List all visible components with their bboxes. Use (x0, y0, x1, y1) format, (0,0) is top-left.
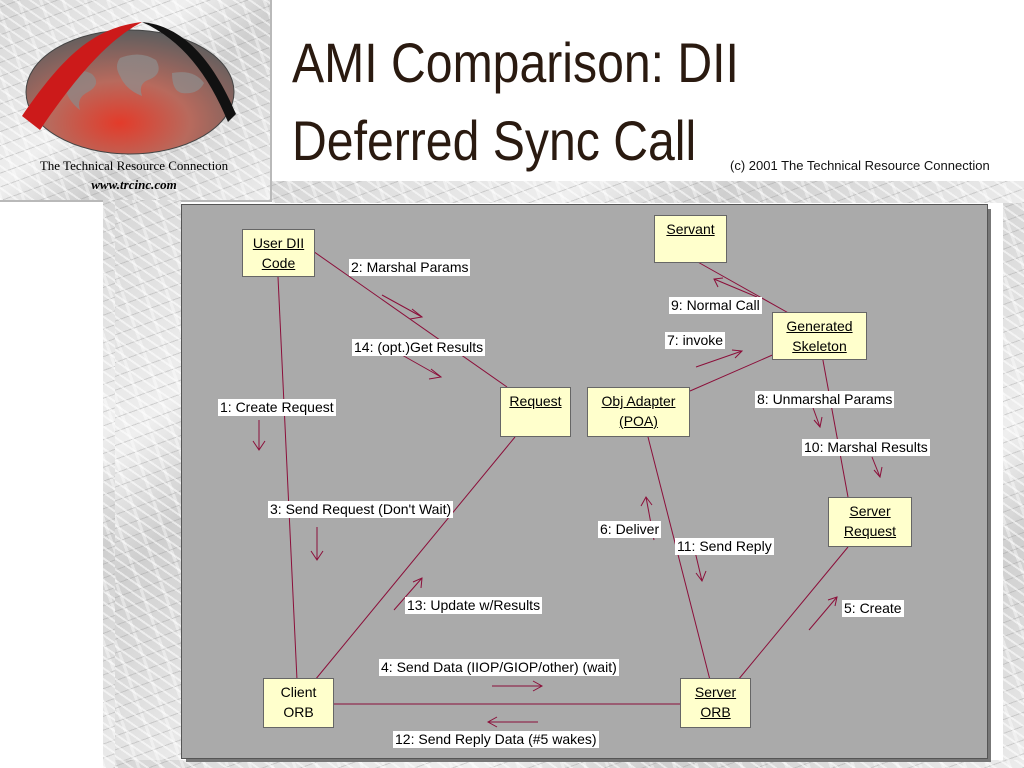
marble-band-left (103, 200, 115, 768)
arrow-send-reply-data (486, 716, 538, 728)
message-13-label: 13: Update w/Results (405, 597, 543, 614)
node-generated-skeleton-line2: Skeleton (792, 338, 847, 354)
node-server-request-line1: Server (849, 503, 891, 519)
arrow-create-request (252, 420, 266, 451)
diagram-links (252, 248, 883, 728)
marble-strip-bottom (115, 760, 1024, 768)
node-generated-skeleton-line1: Generated (786, 318, 853, 334)
node-server-request[interactable]: Server Request (828, 497, 912, 547)
message-2-label: 2: Marshal Params (349, 259, 471, 276)
node-server-orb[interactable]: Server ORB (680, 678, 751, 728)
arrow-unmarshal-params (811, 404, 823, 429)
message-12-label: 12: Send Reply Data (#5 wakes) (393, 731, 599, 748)
arrow-get-results (401, 354, 443, 380)
message-11-label: 11: Send Reply (675, 538, 774, 555)
link-userdii-request (309, 248, 508, 388)
message-4-label: 4: Send Data (IIOP/GIOP/other) (wait) (379, 659, 619, 676)
node-servant[interactable]: Servant (654, 215, 727, 263)
marble-strip-left (115, 200, 181, 768)
link-userdii-clientorb (277, 276, 298, 681)
node-client-orb-line2: ORB (283, 704, 314, 720)
node-user-dii-code-line2: Code (261, 255, 296, 271)
node-client-orb-line1: Client (280, 684, 317, 700)
link-servant-skeleton (695, 260, 793, 316)
message-10-label: 10: Marshal Results (802, 439, 930, 456)
globe-logo-icon (22, 22, 236, 155)
title-line-2: Deferred Sync Call (292, 109, 697, 172)
node-request-line1: Request (509, 393, 562, 409)
message-14-label: 14: (opt.)Get Results (352, 339, 486, 356)
link-skeleton-serverrequest (821, 354, 849, 498)
node-server-request-line2: Request (843, 523, 897, 539)
collaboration-diagram: User DII Code Servant Generated Skeleton… (181, 204, 988, 759)
arrow-send-data (492, 680, 544, 692)
title-line-1: AMI Comparison: DII (292, 31, 739, 94)
copyright-text: (c) 2001 The Technical Resource Connecti… (730, 158, 990, 173)
node-servant-line1: Servant (666, 221, 715, 237)
link-serverorb-serverrequest (737, 546, 849, 681)
arrow-create (808, 596, 838, 631)
node-user-dii-code[interactable]: User DII Code (242, 229, 315, 277)
node-server-orb-line2: ORB (700, 704, 731, 720)
node-user-dii-code-line1: User DII (252, 235, 305, 251)
node-obj-adapter-line2: (POA) (619, 413, 658, 429)
arrow-invoke (695, 349, 744, 368)
message-9-label: 9: Normal Call (669, 297, 762, 314)
node-obj-adapter-line1: Obj Adapter (601, 393, 676, 409)
marble-band-top (272, 181, 1024, 203)
company-url: www.trcinc.com (91, 177, 177, 192)
node-client-orb[interactable]: Client ORB (263, 678, 334, 728)
node-obj-adapter[interactable]: Obj Adapter (POA) (587, 387, 690, 437)
message-6-label: 6: Deliver (598, 521, 662, 538)
arrow-normal-call (713, 277, 758, 298)
message-1-label: 1: Create Request (218, 399, 336, 416)
marble-band-right (1003, 203, 1024, 768)
page-title: AMI Comparison: DII Deferred Sync Call (292, 24, 739, 180)
message-7-label: 7: invoke (665, 332, 726, 349)
message-5-label: 5: Create (842, 600, 904, 617)
arrow-marshal-params (381, 294, 424, 320)
message-8-label: 8: Unmarshal Params (755, 391, 895, 408)
company-name: The Technical Resource Connection (39, 158, 229, 173)
arrow-update-results (393, 577, 423, 611)
link-poa-skeleton (689, 352, 778, 392)
link-request-clientorb (314, 436, 516, 681)
node-generated-skeleton[interactable]: Generated Skeleton (772, 312, 867, 360)
node-server-orb-line1: Server (694, 684, 737, 700)
link-poa-serverorb (647, 436, 711, 681)
arrow-send-request (310, 527, 324, 561)
arrow-marshal-results (871, 456, 883, 479)
message-3-label: 3: Send Request (Don't Wait) (268, 501, 454, 518)
node-request[interactable]: Request (500, 387, 571, 437)
